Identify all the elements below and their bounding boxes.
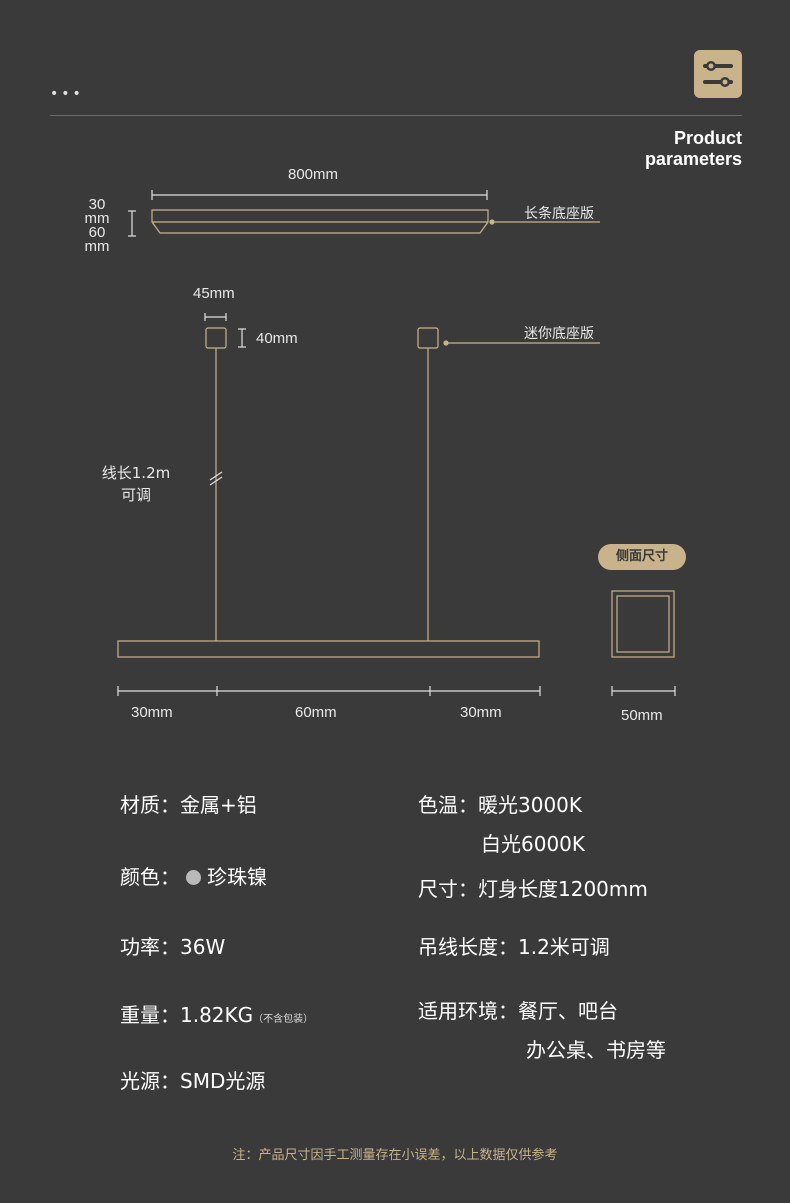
cable-line-2: 可调 xyxy=(120,486,151,504)
spec-cable-length: 吊线长度：1.2米可调 xyxy=(418,935,610,959)
side-dimension-tag: 侧面尺寸 xyxy=(598,544,686,570)
height-top-unit: mm xyxy=(84,210,110,227)
menu-dots[interactable]: ••• xyxy=(50,86,84,102)
mini-base-label: 迷你底座版 xyxy=(524,326,594,342)
cable-length-label: 线长1.2m 可调 xyxy=(96,462,176,506)
title-line-1: Product xyxy=(673,128,742,148)
dimension-diagram xyxy=(117,190,676,696)
segment-right-label: 30mm xyxy=(460,704,502,721)
color-swatch xyxy=(186,870,201,885)
spec-material: 材质：金属+铝 xyxy=(120,793,257,817)
mount-height-label: 40mm xyxy=(256,330,298,347)
height-label: 30 mm 60 mm xyxy=(80,196,114,255)
spec-color-value: 珍珠镍 xyxy=(207,865,267,889)
spec-cct-line1: 色温：暖光3000K xyxy=(418,793,583,817)
spec-cct-line2: 白光6000K xyxy=(481,832,586,856)
top-length-label: 800mm xyxy=(288,166,339,183)
spec-scene-line2: 办公桌、书房等 xyxy=(526,1038,666,1062)
long-base-label: 长条底座版 xyxy=(524,206,594,222)
cable-line-1: 线长1.2m xyxy=(101,464,171,482)
spec-power: 功率：36W xyxy=(120,935,226,959)
segment-left-label: 30mm xyxy=(131,704,173,721)
spec-weight: 重量：1.82KG（不含包装） xyxy=(120,999,313,1028)
sliders-icon xyxy=(694,50,742,98)
mount-width-label: 45mm xyxy=(193,285,235,302)
spec-color: 颜色： 珍珠镍 xyxy=(120,861,267,890)
spec-weight-value: 重量：1.82KG xyxy=(120,1003,254,1027)
header-divider xyxy=(50,115,742,116)
height-bottom-value: 60 xyxy=(88,224,106,241)
spec-scene-line1: 适用环境：餐厅、吧台 xyxy=(418,999,618,1023)
spec-color-label: 颜色： xyxy=(120,865,180,889)
spec-size: 尺寸：灯身长度1200mm xyxy=(418,877,648,901)
height-bottom-unit: mm xyxy=(84,238,110,255)
page-title: Product parameters xyxy=(645,128,742,170)
segment-mid-label: 60mm xyxy=(295,704,337,721)
spec-light-source: 光源：SMD光源 xyxy=(120,1069,266,1093)
height-top-value: 30 xyxy=(88,196,106,213)
footer-note: 注：产品尺寸因手工测量存在小误差，以上数据仅供参考 xyxy=(232,1148,558,1163)
spec-weight-note: （不含包装） xyxy=(253,1014,314,1025)
side-width-label: 50mm xyxy=(621,707,663,724)
title-line-2: parameters xyxy=(644,149,742,169)
